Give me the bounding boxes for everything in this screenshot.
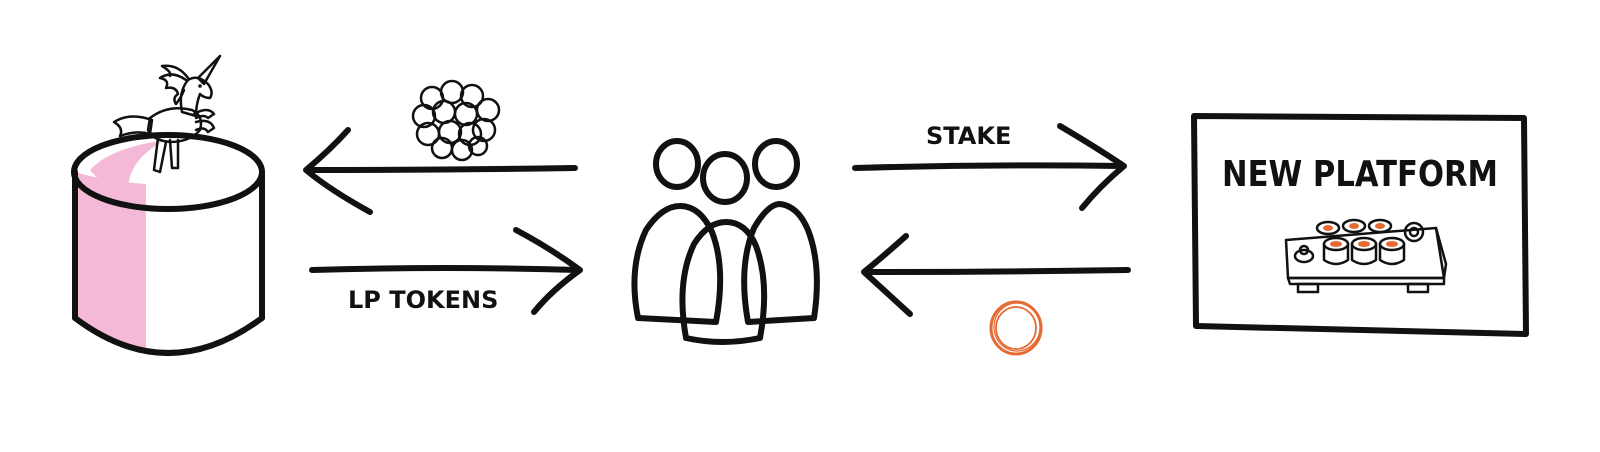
lp-tokens-label: LP TOKENS <box>348 286 498 314</box>
coin-cluster-icon <box>411 79 501 162</box>
stake-label: STAKE <box>926 122 1011 150</box>
arrow-lp-tokens <box>309 227 583 315</box>
new-platform-box <box>1191 113 1529 337</box>
liquidity-pool-cylinder-icon <box>71 132 265 356</box>
sushi-platter-icon <box>1284 218 1448 294</box>
unicorn-icon <box>112 54 222 174</box>
new-platform-label: NEW PLATFORM <box>1222 154 1498 195</box>
reward-token-icon <box>989 300 1043 356</box>
arrow-stake <box>852 123 1127 211</box>
arrow-reward <box>861 233 1131 317</box>
arrow-to-pool <box>303 127 578 215</box>
user-group-icon <box>631 138 820 345</box>
